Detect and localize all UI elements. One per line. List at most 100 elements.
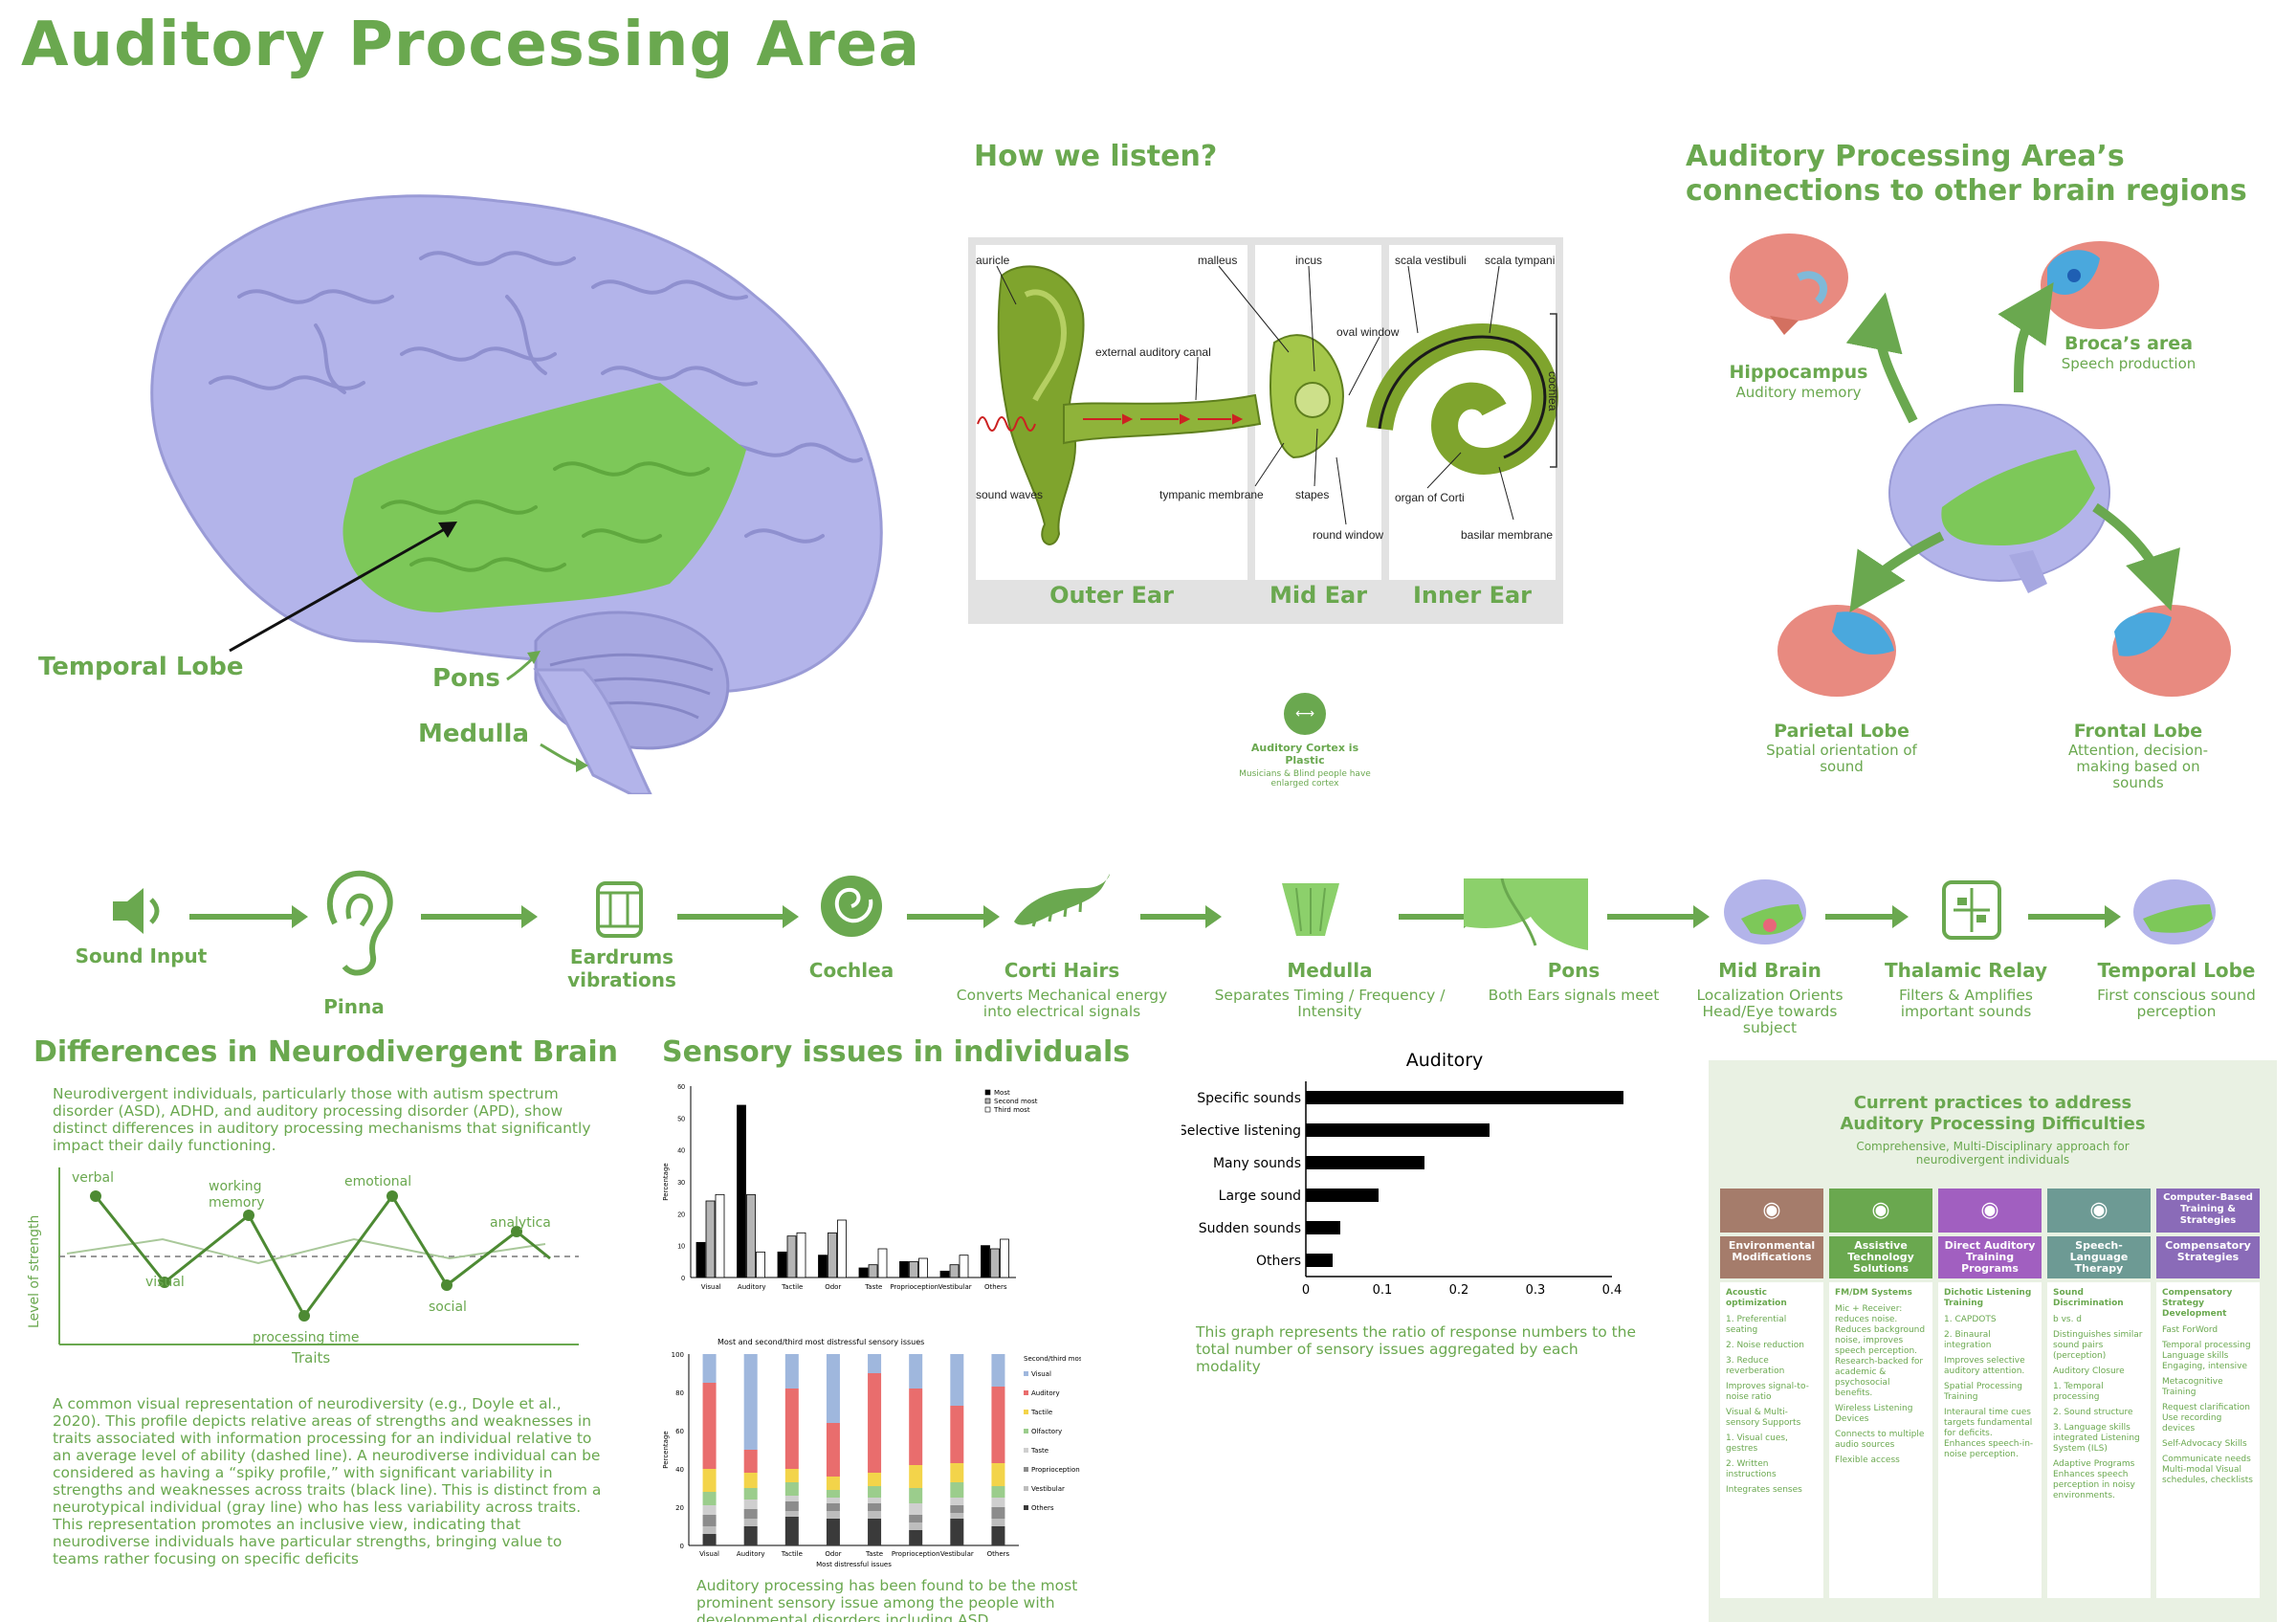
cochlea-icon — [821, 876, 882, 937]
y-tick-label: 20 — [675, 1504, 684, 1512]
brocas-title: Broca’s area — [2064, 333, 2194, 354]
midbrain-icon — [1724, 879, 1806, 944]
plastic-title: Auditory Cortex is Plastic — [1250, 742, 1359, 767]
legend-swatch — [1024, 1429, 1028, 1433]
hbar-title: Auditory — [1406, 1050, 1484, 1071]
y-tick-label: 40 — [677, 1148, 685, 1155]
stack-segment — [991, 1486, 1005, 1498]
legend-swatch — [1024, 1390, 1028, 1395]
legend-label: Tactile — [1030, 1409, 1052, 1416]
caterpillar-icon — [1014, 874, 1110, 927]
bar — [858, 1267, 869, 1278]
x-tick-label: Taste — [865, 1550, 883, 1558]
bar — [695, 1241, 706, 1278]
x-tick-label: 0.2 — [1449, 1283, 1469, 1298]
practice-column-title: Assistive Technology Solutions — [1829, 1236, 1932, 1278]
neuro-xlabel: Traits — [292, 1349, 331, 1366]
neuro-intro: Neurodivergent individuals, particularly… — [53, 1085, 591, 1154]
stack-segment — [909, 1465, 923, 1488]
section-inner-ear: Inner Ear — [1413, 582, 1532, 609]
trait-emotional: emotional — [344, 1174, 412, 1189]
neuro-description: A common visual representation of neurod… — [53, 1395, 602, 1567]
flow-arrows — [189, 905, 2121, 928]
trait-analytica: analytica — [490, 1215, 551, 1231]
practice-icon: ◉ — [2047, 1189, 2151, 1233]
label-scala-vestibuli: scala vestibuli — [1395, 254, 1467, 267]
legend-swatch — [1024, 1486, 1028, 1491]
practice-item: 2. Written instructions — [1726, 1459, 1777, 1479]
neuro-ylabel: Level of strength — [27, 1214, 42, 1328]
practice-heading: Dichotic Listening Training — [1944, 1288, 2032, 1308]
flow-thalamic-label: Thalamic Relay — [1885, 959, 2047, 982]
stack-segment — [826, 1477, 840, 1490]
plastic-icon: ⟷ — [1284, 693, 1326, 735]
pons-icon — [1464, 878, 1588, 950]
practice-item: 2. Noise reduction — [1726, 1341, 1804, 1350]
frontal-brain — [2112, 605, 2231, 697]
legend-label: Visual — [1031, 1370, 1051, 1378]
x-axis-label: Most distressful issues — [816, 1561, 892, 1568]
bar — [756, 1251, 765, 1278]
practice-item: Communicate needs Multi-modal Visual sch… — [2162, 1455, 2254, 1485]
practice-column-title: Environmental Modifications — [1720, 1236, 1823, 1278]
practices-panel: Current practices to address Auditory Pr… — [1709, 1060, 2277, 1622]
flow-corti-label: Corti Hairs — [1004, 959, 1120, 982]
stack-segment — [909, 1522, 923, 1530]
center-brain — [1888, 404, 2110, 593]
practice-item: Integrates senses — [1726, 1485, 1802, 1495]
flow-thalamic-desc: Filters & Amplifies important sounds — [1899, 987, 2033, 1020]
stack-segment — [950, 1406, 964, 1463]
trait-visual: visual — [145, 1275, 185, 1290]
practice-heading: Compensatory Strategy Development — [2162, 1288, 2233, 1319]
practice-item: Flexible access — [1835, 1455, 1900, 1465]
medulla-icon — [1282, 883, 1339, 936]
bar — [1000, 1238, 1009, 1278]
stack-segment — [702, 1354, 717, 1383]
flow-corti-desc: Converts Mechanical energy into electric… — [956, 987, 1168, 1020]
practice-item: 1. Preferential seating — [1726, 1315, 1787, 1335]
hbar — [1306, 1254, 1333, 1267]
practice-item: Self-Advocacy Skills — [2162, 1439, 2247, 1449]
stack-segment — [991, 1463, 1005, 1486]
bar — [990, 1248, 1000, 1278]
bar — [959, 1255, 969, 1278]
flow-midbrain-label: Mid Brain — [1718, 959, 1821, 982]
frontal-title: Frontal Lobe — [2073, 721, 2203, 742]
stack-segment — [950, 1498, 964, 1505]
stack-segment — [991, 1519, 1005, 1526]
trait-working-memory: working memory — [209, 1179, 265, 1211]
stack-segment — [826, 1490, 840, 1498]
hbar-label: Large sound — [1219, 1189, 1301, 1204]
practice-item: Improves signal-to-noise ratio — [1726, 1382, 1809, 1402]
legend-swatch — [984, 1098, 991, 1104]
stack-segment — [868, 1354, 882, 1373]
x-tick-label: Tactile — [781, 1283, 803, 1291]
brocas-desc: Speech production — [2061, 355, 2197, 372]
stack-segment — [826, 1354, 840, 1423]
brocas-brain — [2041, 241, 2159, 329]
x-tick-label: Others — [987, 1550, 1010, 1558]
x-tick-label: Visual — [701, 1283, 721, 1291]
temporal-lobe-icon — [2133, 879, 2216, 944]
flow-medulla-label: Medulla — [1287, 959, 1373, 982]
hbar — [1306, 1156, 1424, 1169]
label-scala-tympani: scala tympani — [1485, 254, 1556, 267]
legend-title: Second/third most issues — [1024, 1355, 1081, 1363]
flow-pons-label: Pons — [1547, 959, 1601, 982]
parietal-brain — [1777, 605, 1896, 697]
practice-item: Temporal processing Language skills Enga… — [2162, 1341, 2251, 1371]
stack-segment — [991, 1507, 1005, 1519]
brain-illustration — [150, 194, 883, 794]
stack-segment — [950, 1482, 964, 1498]
legend-swatch — [984, 1106, 991, 1113]
bar — [818, 1255, 828, 1278]
x-tick-label: Odor — [825, 1550, 841, 1558]
stack-segment — [868, 1373, 882, 1473]
x-tick-label: Auditory — [738, 1283, 766, 1291]
trait-social: social — [429, 1300, 467, 1315]
stack-segment — [868, 1519, 882, 1545]
stack-segment — [743, 1488, 758, 1500]
